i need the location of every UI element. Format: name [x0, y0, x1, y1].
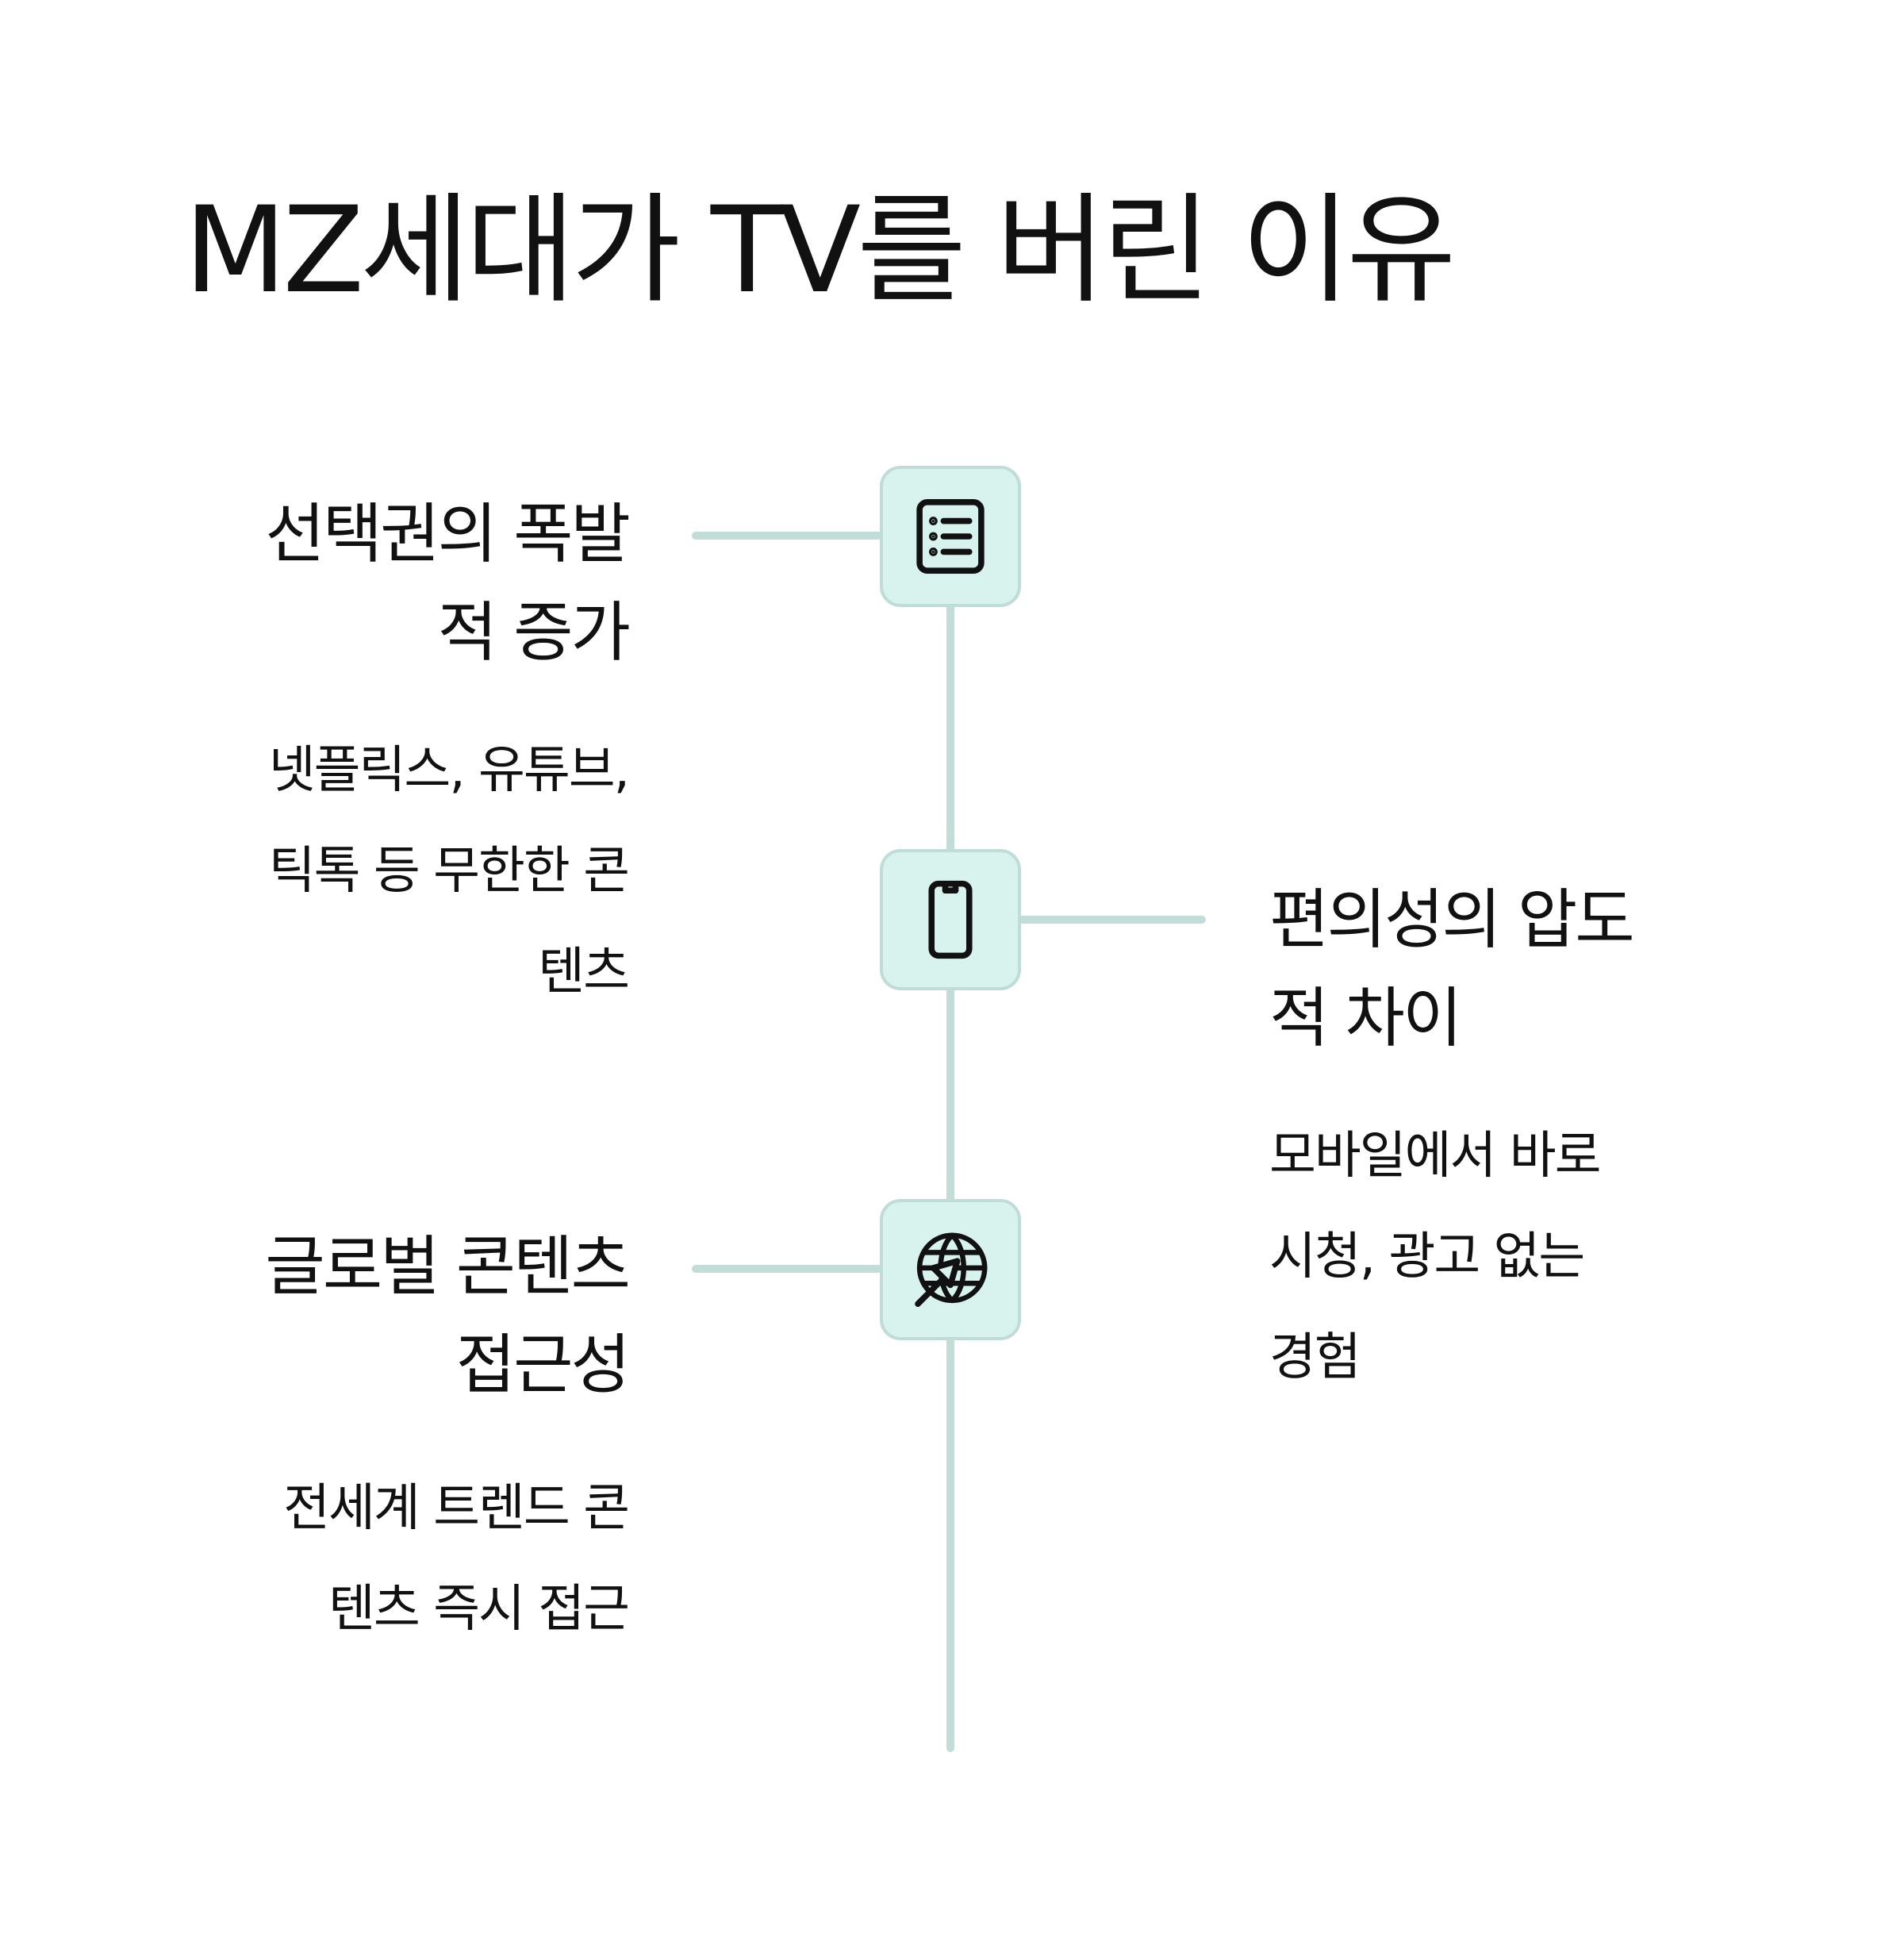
connector-1 [692, 532, 882, 540]
globe-cursor-icon [915, 1232, 988, 1307]
timeline-axis [946, 603, 954, 1752]
timeline-node-3 [880, 1199, 1021, 1340]
item-2-description: 모바일에서 바로 시청, 광고 없는 경험 [1269, 1127, 1602, 1387]
list-icon [916, 499, 985, 574]
timeline-node-1 [880, 466, 1021, 607]
item-2-heading: 편의성의 압도 적 차이 [1269, 882, 1635, 1056]
item-1-heading: 선택권의 폭발 적 증가 [265, 497, 631, 671]
connector-2 [1019, 916, 1206, 924]
connector-3 [692, 1265, 882, 1273]
smartphone-icon [928, 880, 973, 959]
timeline-node-2 [880, 849, 1021, 990]
item-1-description: 넷플릭스, 유튜브, 틱톡 등 무한한 콘 텐츠 [268, 741, 630, 1001]
item-3-description: 전세계 트렌드 콘 텐츠 즉시 접근 [283, 1479, 630, 1639]
page-title: MZ세대가 TV를 버린 이유 [184, 182, 1456, 320]
item-3-heading: 글로벌 콘텐츠 접근성 [265, 1229, 631, 1403]
